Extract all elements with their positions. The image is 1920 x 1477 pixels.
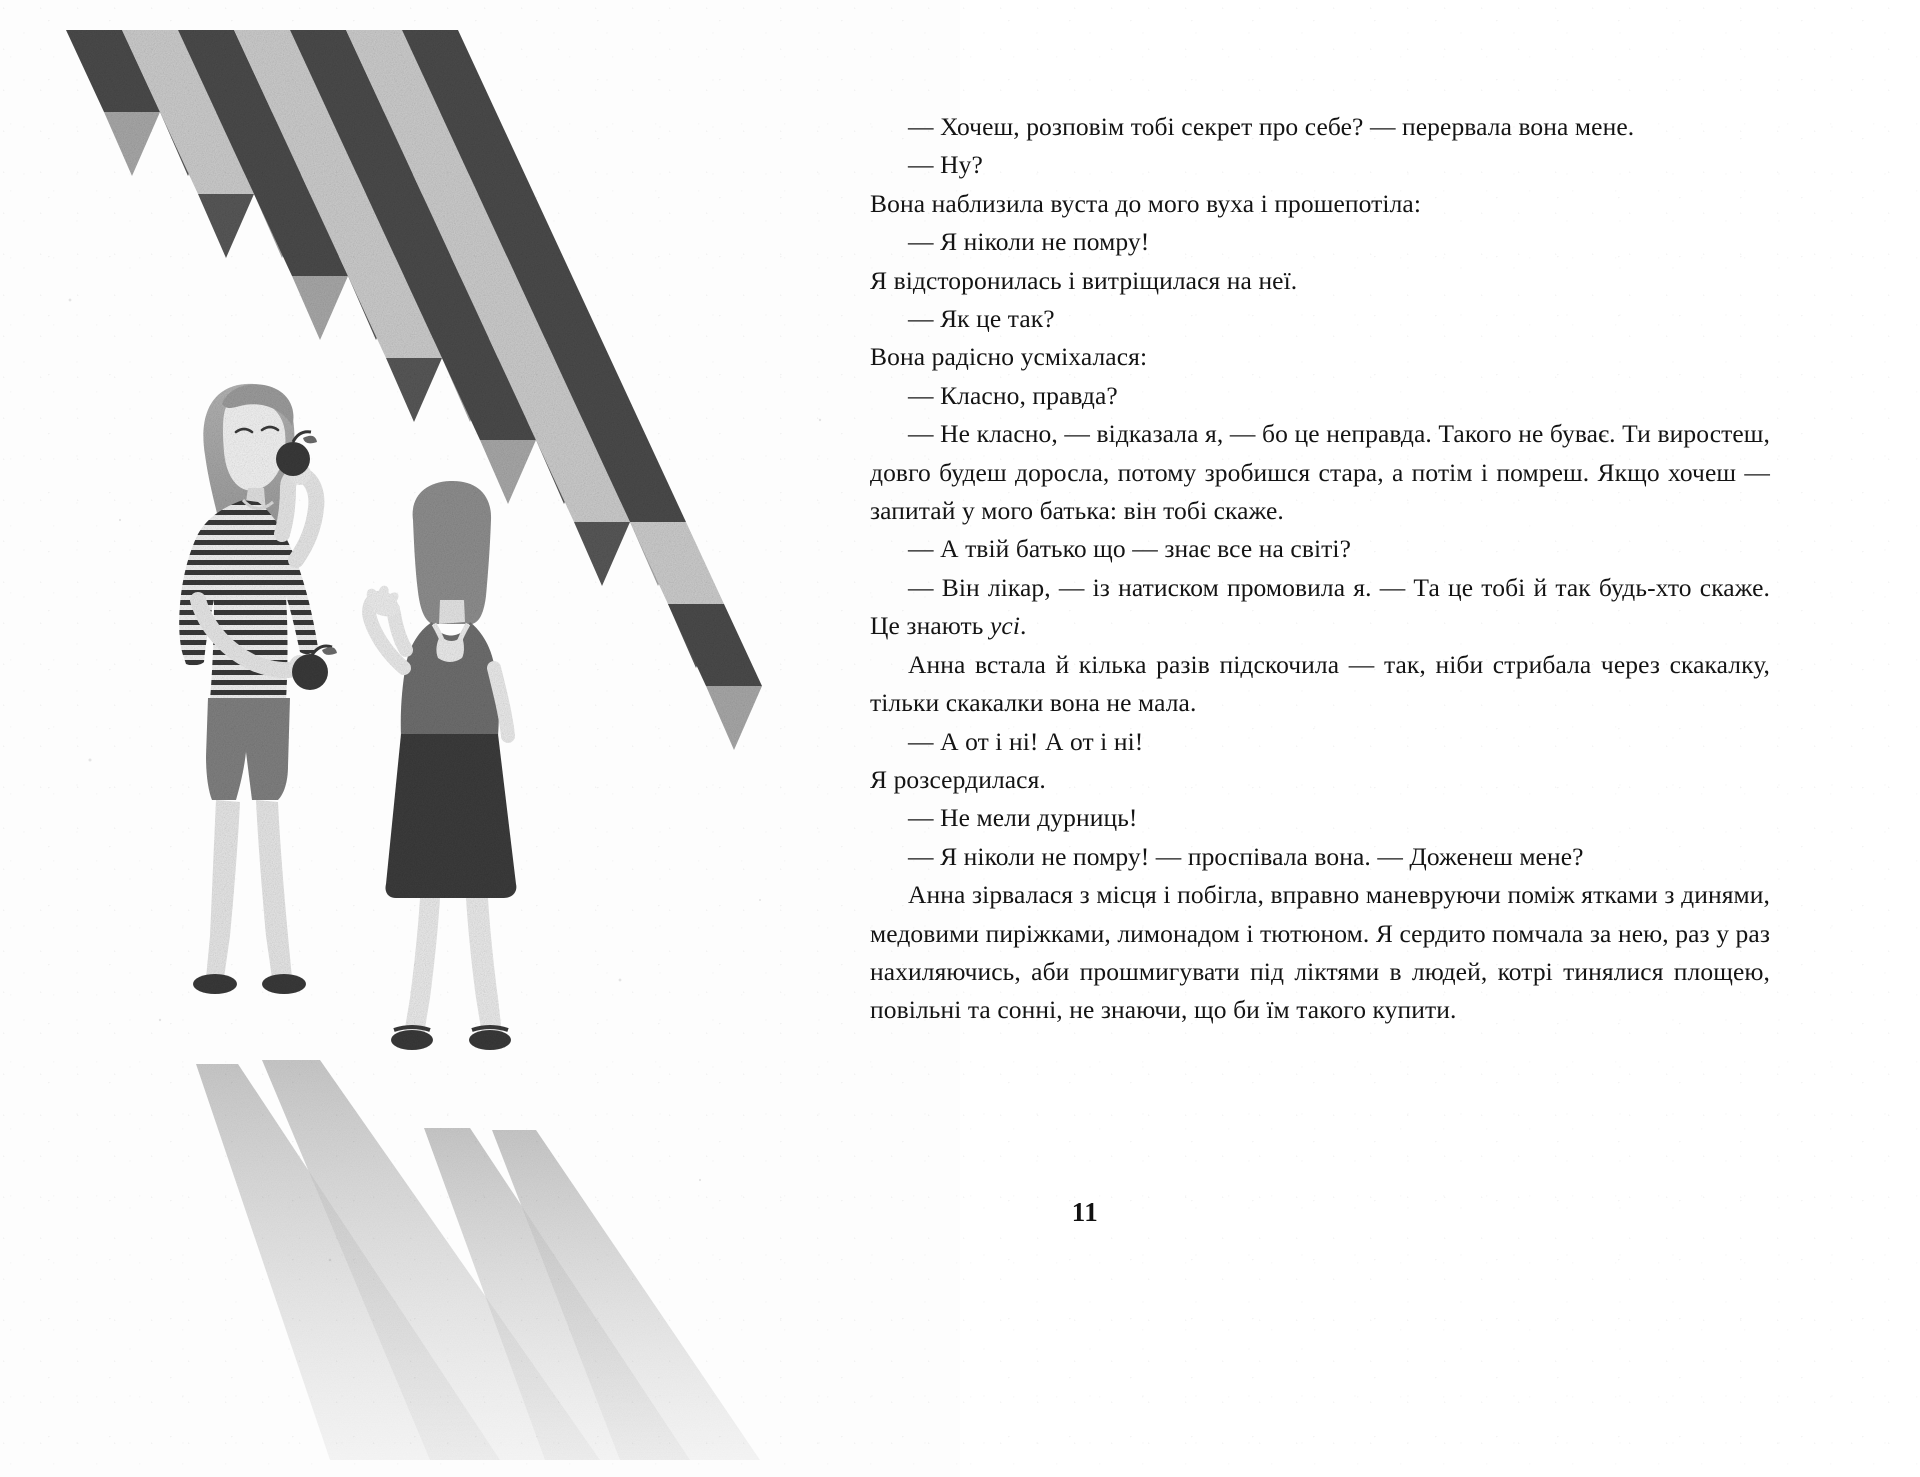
body-text-column: — Хочеш, розповім тобі секрет про себе? … (870, 108, 1770, 1030)
right-page-text: — Хочеш, розповім тобі секрет про себе? … (870, 0, 1920, 1477)
paragraph: — А от і ні! А от і ні! (908, 726, 1144, 756)
paragraph: — Не мели дурниць! (908, 803, 1138, 833)
italic-emphasis: усі (990, 611, 1021, 641)
paper-speckles (68, 178, 822, 1262)
paragraph: — Як це так? (908, 304, 1055, 334)
paragraph: Анна зірвалася з місця і побігла, вправн… (870, 880, 1770, 1025)
illustration-canvas (0, 0, 960, 1477)
paragraph: — Ну? (908, 150, 983, 180)
cast-shadows (196, 1060, 760, 1460)
girl-with-apple-standing (179, 383, 337, 994)
girl-in-skirt-back-view (362, 480, 517, 1050)
paragraph: Вона наблизила вуста до мого вуха і прош… (870, 188, 1422, 218)
paragraph: — Я ніколи не помру! — проспівала вона. … (908, 841, 1584, 871)
left-page-illustration (0, 0, 960, 1477)
paragraph: — А твій батько що — знає все на світі? (908, 534, 1352, 564)
paragraph-with-italic: — Він лікар, — із натиском промовила я. … (870, 569, 1770, 646)
paragraph: — Я ніколи не помру! (908, 227, 1150, 257)
paragraph: Вона радісно усміхалася: (870, 342, 1148, 372)
striped-awning-row (66, 30, 762, 750)
paragraph: — Хочеш, розповім тобі секрет про себе? … (908, 112, 1635, 141)
paragraph-lead: — Він лікар, — із натиском промовила я. … (870, 572, 1770, 641)
paragraph: — Класно, правда? (908, 380, 1118, 410)
page-number: 11 (1071, 1197, 1099, 1227)
apple-held-to-mouth (276, 442, 310, 476)
paragraph: Я розсердилася. (870, 764, 1046, 794)
paragraph: Анна встала й кілька разів підскочила — … (870, 649, 1770, 718)
apple-offered (292, 654, 328, 690)
paragraph-tail: . (1020, 611, 1027, 641)
paragraph: — Не класно, — відказала я, — бо це непр… (870, 419, 1770, 526)
paragraph: Я відсторонилась і витріщилася на неї. (870, 265, 1298, 295)
illustration-artwork (66, 30, 822, 1460)
